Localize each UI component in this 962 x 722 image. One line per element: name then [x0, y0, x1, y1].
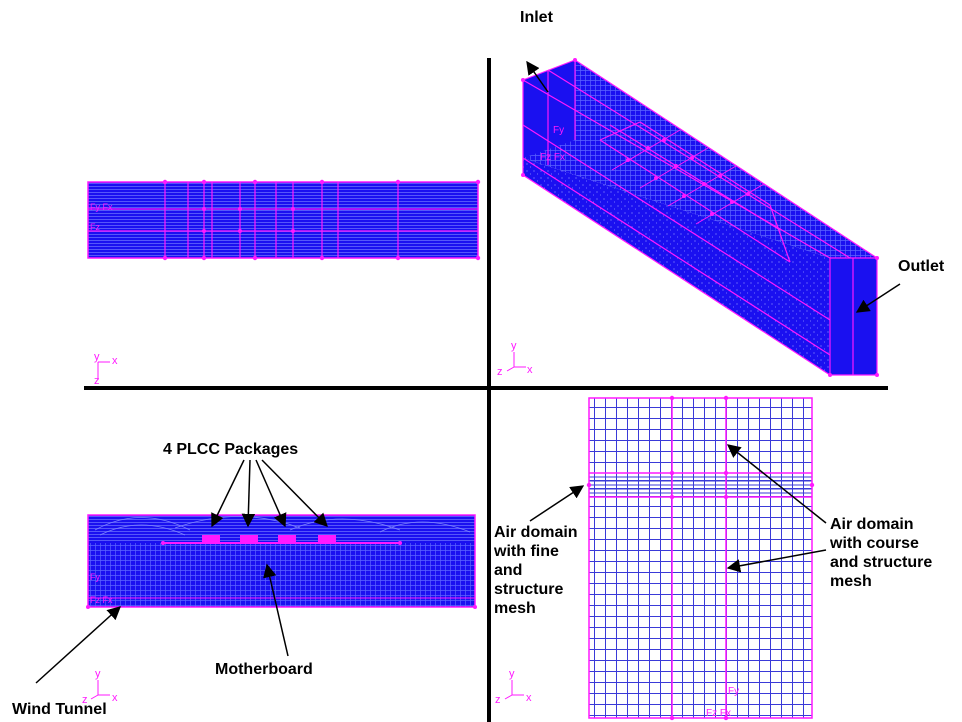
svg-text:Fz Fx: Fz Fx [90, 595, 113, 605]
svg-text:Fy: Fy [90, 572, 100, 582]
course-mesh-line-2: with course [830, 535, 919, 552]
arrow-plcc-4 [261, 459, 328, 527]
svg-text:Fy: Fy [728, 686, 739, 697]
axis-x-bottom-left: x [112, 692, 118, 704]
course-mesh-line-1: Air domain [830, 516, 914, 533]
bottom-right-top-view: Fy Fz Fx [586, 395, 815, 721]
axis-z-bottom-right: z [495, 694, 501, 706]
fine-mesh-line-5: mesh [494, 600, 536, 617]
arrow-plcc-3 [255, 459, 287, 528]
arrow-outlet [855, 283, 901, 313]
axis-x-bottom-right: x [526, 692, 532, 704]
arrow-fine-mesh [529, 485, 585, 522]
svg-text:Fz Fx: Fz Fx [540, 152, 565, 163]
axis-z-top-right: z [497, 366, 503, 378]
label-plcc-packages: 4 PLCC Packages [163, 441, 299, 458]
axis-x-top-left: x [112, 355, 118, 367]
svg-text:Fz Fx: Fz Fx [706, 708, 731, 719]
axis-x-top-right: x [527, 364, 533, 376]
label-wind-tunnel: Wind Tunnel [12, 701, 107, 718]
axis-z-top-left: z [94, 375, 100, 387]
axis-y-bottom-left: y [95, 668, 101, 680]
label-outlet: Outlet [898, 258, 945, 275]
top-right-isometric-view: Fy Fz Fx [521, 58, 879, 377]
fine-mesh-line-1: Air domain [494, 524, 578, 541]
label-fine-mesh: Air domain with fine and structure mesh [494, 523, 586, 618]
fine-mesh-line-2: with fine [494, 543, 559, 560]
fine-mesh-line-4: structure [494, 581, 564, 598]
arrow-course-mesh-1 [726, 444, 827, 524]
arrow-plcc-1 [211, 459, 245, 528]
arrow-wind-tunnel [35, 606, 122, 684]
axis-y-bottom-right: y [509, 668, 515, 680]
course-mesh-line-3: and structure [830, 554, 933, 571]
arrow-motherboard [263, 563, 289, 657]
axis-triad-top-left [97, 361, 110, 380]
arrow-course-mesh-2 [726, 549, 827, 573]
axis-y-top-right: y [511, 340, 517, 352]
arrow-inlet [526, 60, 549, 93]
axis-triad-bottom-left [90, 680, 110, 700]
svg-text:Fy: Fy [553, 125, 564, 136]
label-motherboard: Motherboard [215, 661, 313, 678]
axis-triad-top-right [506, 352, 526, 372]
arrow-plcc-2 [241, 459, 256, 528]
svg-text:Fy Fx: Fy Fx [90, 202, 113, 212]
top-left-side-view: Fy Fx Fz [87, 179, 481, 261]
label-inlet: Inlet [520, 9, 553, 26]
course-mesh-line-4: mesh [830, 573, 872, 590]
bottom-left-front-view: Fy Fz Fx [86, 514, 477, 609]
fine-mesh-line-3: and [494, 562, 523, 579]
svg-text:Fz: Fz [90, 222, 100, 232]
label-course-mesh: Air domain with course and structure mes… [830, 515, 955, 591]
axis-y-top-left: y [94, 351, 100, 363]
axis-triad-bottom-right [504, 680, 524, 700]
axis-z-bottom-left: z [82, 694, 88, 706]
